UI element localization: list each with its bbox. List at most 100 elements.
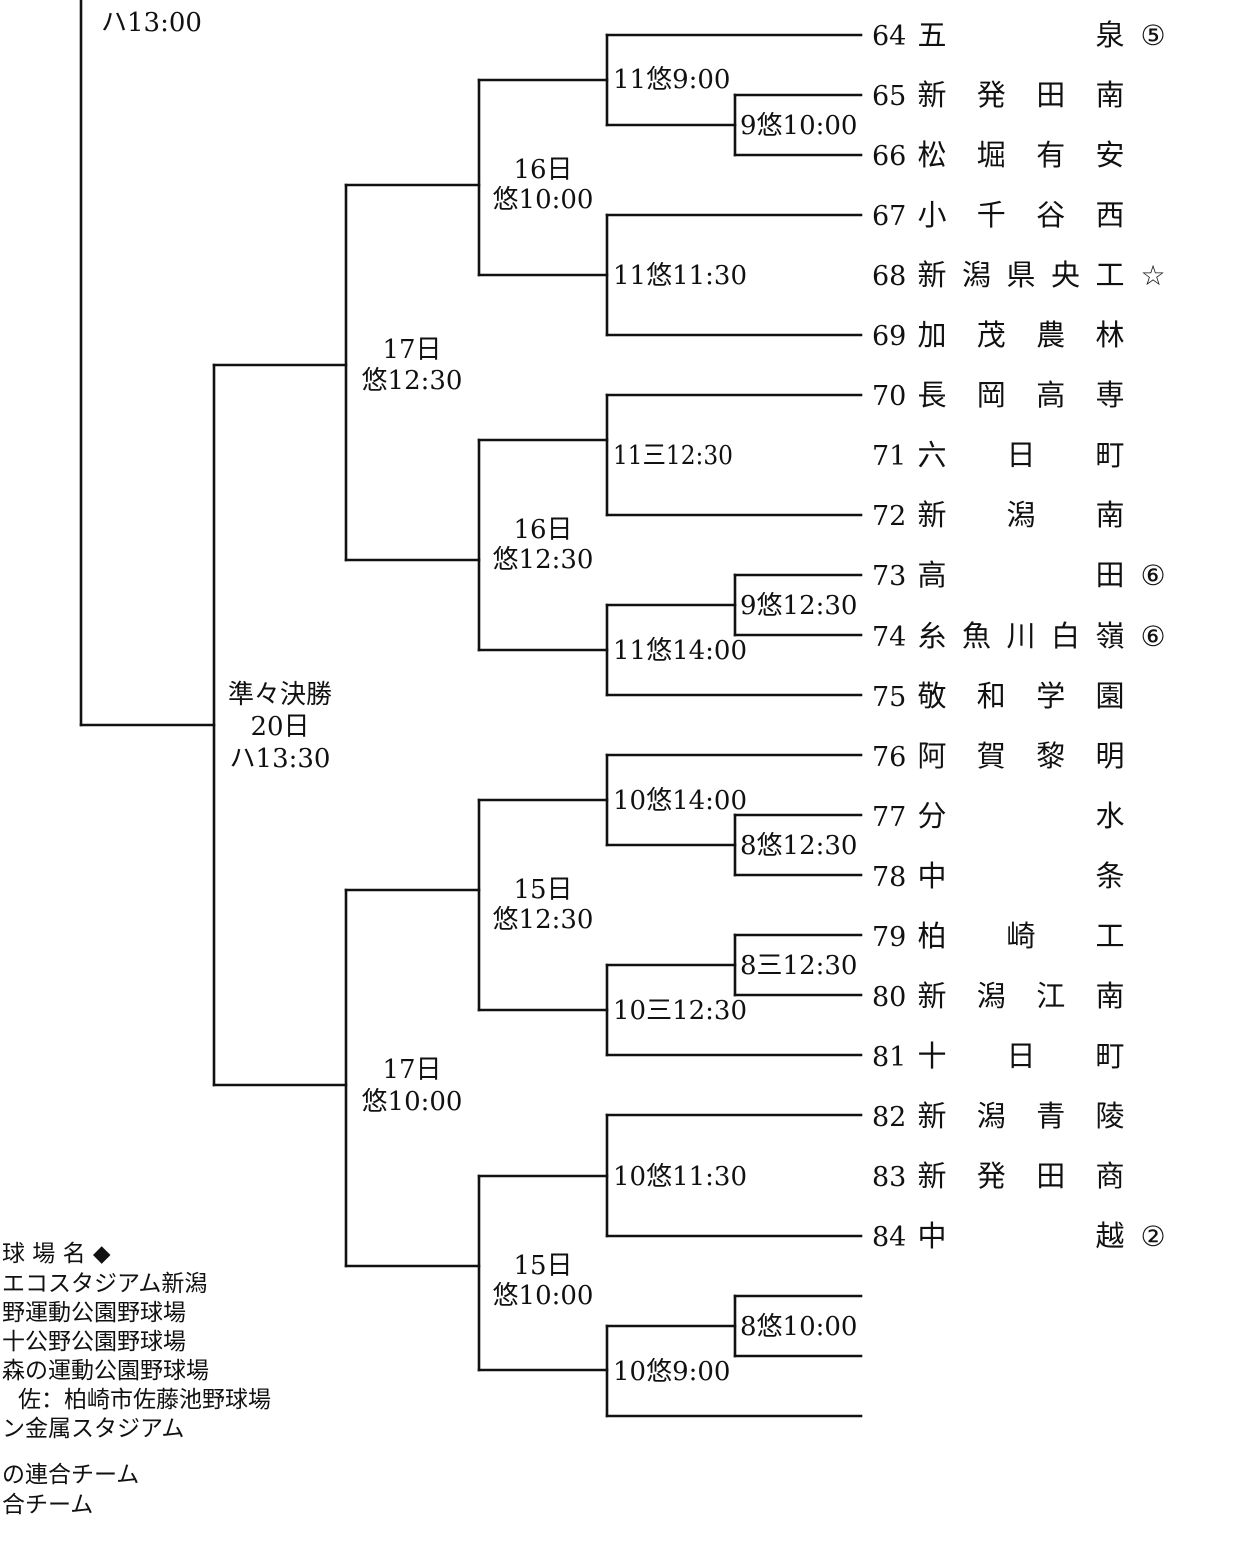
team-number: 68 <box>872 261 906 292</box>
team-name-char: 越 <box>1095 1219 1124 1253</box>
team-name-char: 新 <box>917 1099 946 1133</box>
team-number: 73 <box>872 561 906 592</box>
team-name-char: 田 <box>1036 1159 1065 1193</box>
match-time: 11悠11:30 <box>613 261 747 291</box>
team-number: 67 <box>872 201 906 232</box>
team-name-char: 潟 <box>977 979 1006 1013</box>
team-name-char: 中 <box>917 859 946 893</box>
team-name-char: 陵 <box>1095 1099 1124 1133</box>
team-name-char: 十 <box>917 1039 946 1073</box>
team-name-char: 潟 <box>1006 498 1035 532</box>
team-name-char: 田 <box>1036 78 1065 112</box>
team-number: 78 <box>872 862 906 893</box>
team-name-char: 千 <box>977 198 1006 232</box>
team-name-char: 林 <box>1095 318 1124 352</box>
team-name-char: 青 <box>1036 1099 1065 1133</box>
team-name-char: 崎 <box>1006 919 1035 953</box>
team-number: 64 <box>872 21 906 52</box>
team-name-char: 長 <box>917 378 946 412</box>
team-name-char: 工 <box>1095 919 1124 953</box>
match-date: 15日 <box>513 1251 572 1281</box>
team-name-char: 五 <box>917 18 946 52</box>
team-name-char: 阿 <box>917 739 946 773</box>
team-name-char: 日 <box>1006 1039 1035 1073</box>
legend-note: 合チーム <box>2 1492 93 1518</box>
team-name-char: 高 <box>917 558 946 592</box>
team-number: 69 <box>872 321 906 352</box>
team-name-char: 新 <box>917 78 946 112</box>
legend: 球 場 名 ◆ エコスタジアム新潟 野運動公園野球場 十公野公園野球場 森の運動… <box>2 1241 271 1518</box>
team-number: 74 <box>872 622 906 653</box>
team-name-char: 南 <box>1095 498 1124 532</box>
team-name-char: 農 <box>1036 318 1065 352</box>
match-date: 15日 <box>513 875 572 905</box>
legend-line: ン金属スタジアム <box>2 1416 184 1442</box>
match-time: 9悠10:00 <box>740 111 857 141</box>
match-time: 悠10:00 <box>493 1281 594 1311</box>
team-name-char: 潟 <box>962 258 991 292</box>
legend-note: の連合チーム <box>2 1462 139 1488</box>
quarterfinal-time: ハ13:30 <box>230 744 331 774</box>
team-name-char: 条 <box>1095 859 1124 893</box>
team-name-char: 潟 <box>977 1099 1006 1133</box>
match-date: 16日 <box>513 515 572 545</box>
match-time: 11悠14:00 <box>613 636 747 666</box>
team-name-char: 六 <box>917 438 946 472</box>
team-row: 79 柏 崎 工 <box>872 919 1125 953</box>
team-name-char: 発 <box>977 1159 1006 1193</box>
team-name-char: 柏 <box>917 919 946 953</box>
team-number: 79 <box>872 922 906 953</box>
team-name-char: 発 <box>977 78 1006 112</box>
team-name-char: 新 <box>917 498 946 532</box>
match-time: 10三12:30 <box>613 996 747 1026</box>
team-seed-mark: ⑤ <box>1140 19 1165 52</box>
legend-line: エコスタジアム新潟 <box>2 1271 207 1297</box>
match-time: 8悠12:30 <box>740 831 857 861</box>
team-name-char: 日 <box>1006 438 1035 472</box>
team-number: 70 <box>872 381 906 412</box>
team-name-char: 専 <box>1095 378 1124 412</box>
team-name-char: 糸 <box>917 619 946 653</box>
team-name-char: 県 <box>1006 258 1035 292</box>
team-number: 76 <box>872 742 906 773</box>
previous-match-time: ハ13:00 <box>101 8 202 38</box>
team-name-char: 町 <box>1095 1039 1124 1073</box>
team-name-char: 工 <box>1095 258 1124 292</box>
team-name-char: 有 <box>1036 138 1065 172</box>
team-name-char: 中 <box>917 1219 946 1253</box>
match-time: 悠12:30 <box>493 905 594 935</box>
team-row: 78 中 条 <box>872 859 1125 893</box>
team-name-char: 谷 <box>1036 198 1065 232</box>
team-name-char: 分 <box>917 799 946 833</box>
team-number: 84 <box>872 1222 906 1253</box>
match-time: 悠10:00 <box>362 1087 463 1117</box>
team-number: 65 <box>872 81 906 112</box>
match-date: 17日 <box>382 335 441 365</box>
match-time: 悠10:00 <box>493 185 594 215</box>
team-name-char: 安 <box>1095 138 1124 172</box>
legend-line: 森の運動公園野球場 <box>2 1358 209 1384</box>
team-name-char: 敬 <box>917 679 946 713</box>
team-name-char: 和 <box>977 679 1006 713</box>
legend-line: 佐：柏崎市佐藤池野球場 <box>18 1387 271 1413</box>
team-number: 77 <box>872 802 906 833</box>
match-date: 17日 <box>382 1055 441 1085</box>
match-time: 11悠9:00 <box>613 65 730 95</box>
team-name-char: 茂 <box>977 318 1006 352</box>
team-name-char: 松 <box>917 138 946 172</box>
team-name-char: 川 <box>1006 619 1035 653</box>
team-name-char: 新 <box>917 979 946 1013</box>
team-name-char: 明 <box>1095 739 1124 773</box>
